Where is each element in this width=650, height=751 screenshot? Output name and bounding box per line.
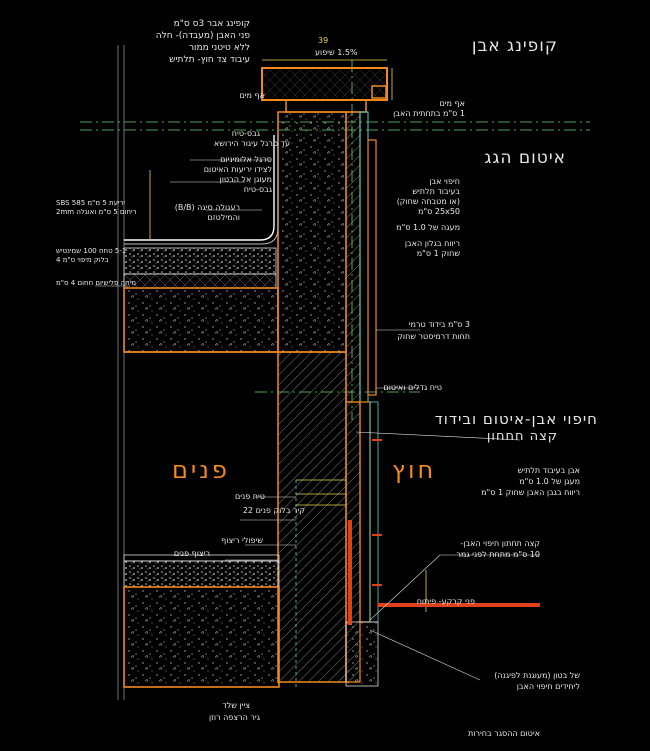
label-bottom-edge-1: קצה תחתון חיפוי האבן-	[460, 539, 540, 548]
label-membrane-1: יריעת 5 מ"מ SBS 585	[56, 199, 126, 207]
label-bitumen-2: והמילטזם	[207, 213, 240, 222]
label-paint-finish: עד סרגל עיגור הירושא	[213, 139, 290, 148]
label-finish-level: פני קרקע- פיתוח	[416, 597, 475, 606]
label-drip-1: אף מים	[439, 99, 465, 108]
label-screed-2: בלוק מיפוי ס"מ 4	[56, 256, 109, 264]
coping-note-4: עיבוד צד חוץ- תלתיש	[169, 55, 250, 65]
label-water-line: אף מים	[239, 91, 265, 100]
label-concrete: מיחה פלישיום חחום 4 ס"מ	[56, 279, 137, 287]
label-stone-finish: בעיבוד תלתיש	[412, 187, 460, 196]
label-profile-note-2: מעוגן אל הבטון	[219, 175, 272, 184]
label-bitumen-1: רעגולה סיגה (B/B)	[174, 203, 240, 212]
label-floor-tile: ריצוף פנים	[173, 549, 210, 558]
left-boundary-lines	[117, 45, 125, 700]
label-stone-size: 25x50 ס"מ	[418, 207, 460, 216]
lower-floor-build-up	[123, 554, 379, 688]
label-drip-2: 1 ס"מ בתחתית האבן	[393, 109, 465, 118]
label-insulation-2: תחות דרמיסטר שחוק	[397, 332, 470, 341]
label-gypsum-plaster: גבס-טיח	[231, 129, 260, 138]
label-bottom-edge-2: 10 ס"מ מתחת לפני גמר	[456, 550, 540, 559]
label-screed-1: 5-1 טחח 100 שמינטיש	[56, 247, 127, 255]
label-floor-level-2: גיר הרצפה רוזן	[208, 713, 260, 722]
label-plaster-int: טיח פנים	[234, 492, 265, 501]
roof-build-up	[123, 135, 279, 353]
label-stone-cladding: חיפוי אבן	[429, 177, 460, 186]
title-window-edge: קצה חחחון	[486, 429, 558, 444]
leader-lines	[95, 159, 540, 681]
label-stone-type: (או מטבחה שחוק)	[396, 197, 460, 206]
title-stone-cladding: חיפוי אבן-איטום ובידוד	[434, 410, 598, 428]
label-anchor: מעגה של 1.0 ס"מ	[396, 223, 460, 232]
label-wall-22: קיר בלוק פנים 22	[242, 506, 305, 515]
label-profile-note-3: גבס-טיח	[243, 185, 272, 194]
label-aluminum-profile: סרגל אלומיניום	[220, 155, 272, 164]
label-gap-2: שחוק 1 ס"מ	[416, 249, 460, 258]
red-anchor-lines	[348, 520, 540, 625]
coping-note-3: ללא טיטני ממור	[188, 43, 250, 53]
label-sheet-note: איטום ההסגר בחירות	[468, 729, 540, 738]
stone-anchors	[372, 439, 382, 586]
label-gap-1: ריווח בגלון האבן	[404, 239, 460, 248]
label-profile-note-1: לצידו יריעות האיטום	[203, 165, 272, 174]
label-stone-w2: מעגן של 1.0 ס"מ	[519, 477, 580, 486]
coping-note-2: פני האבן (מעבדה)- חלה	[155, 31, 250, 41]
label-outside: חוץ	[392, 456, 437, 484]
label-insulation-1: 3 ס"מ בידוד טרמי	[408, 320, 470, 329]
coping-stone	[261, 67, 388, 113]
label-stone-w3: ריווח בגבן האבן שחוק 1 ס"מ	[481, 488, 580, 497]
label-floor-level: ציין שלד	[222, 701, 250, 710]
dimension-markers	[149, 59, 427, 612]
coping-note-1: קופינג אבר 3ס ס"מ	[173, 19, 250, 29]
dim-39: 39	[318, 36, 329, 45]
label-inside: פנים	[172, 456, 230, 484]
slope-label: 1.5% שיפוע	[315, 48, 358, 57]
label-skirting: שיפולי ריצוף	[221, 536, 263, 545]
label-footer-1: של בטון (מעוגנת לפיגנה)	[494, 671, 580, 680]
label-stone-w: אבן בעיבוד תלתיש	[517, 466, 580, 475]
label-wall-gypsum: טיח גדלים ואיטום	[383, 383, 442, 392]
label-footer-2: ליחידים חיפוי האבן	[516, 682, 580, 691]
title-roof-waterproofing: איטום הגג	[484, 148, 566, 168]
title-coping: קופינג אבן	[471, 36, 558, 56]
label-membrane-2: ריחום 5 ס"מ ואוגלה 2mm	[56, 208, 137, 216]
